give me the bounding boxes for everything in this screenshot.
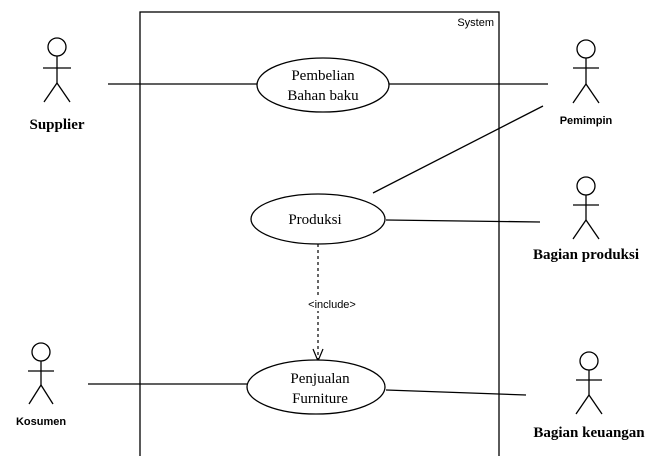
actor-pemimpin[interactable] [572,39,600,104]
actor-kosumen[interactable] [28,342,54,405]
actor-supplier[interactable] [43,37,71,103]
use-case-pembelian-line1: Pembelian [291,68,355,84]
association-penjualan-bagian-keuangan [385,389,527,396]
actor-bagian-produksi-label: Bagian produksi [533,247,639,263]
system-label: System [457,17,494,29]
actor-kosumen-label: Kosumen [16,416,66,428]
use-case-penjualan-line1: Penjualan [290,371,350,387]
actor-bagian-keuangan-label: Bagian keuangan [533,425,645,441]
use-case-penjualan-line2: Furniture [292,391,348,407]
association-produksi-bagian-produksi [385,219,541,223]
use-case-pembelian-bahan-baku[interactable]: Pembelian Bahan baku [256,57,390,113]
use-case-penjualan-furniture[interactable]: Penjualan Furniture [246,359,386,415]
actor-bagian-keuangan[interactable] [575,351,603,415]
include-label: <include> [308,299,356,311]
use-case-produksi-label: Produksi [288,212,341,228]
association-produksi-pemimpin [372,105,544,194]
use-case-produksi[interactable]: Produksi [250,193,386,245]
actor-supplier-label: Supplier [29,117,84,133]
actor-bagian-produksi[interactable] [572,176,600,240]
system-boundary [139,11,500,456]
use-case-pembelian-line2: Bahan baku [287,88,359,104]
actor-pemimpin-label: Pemimpin [560,115,613,127]
